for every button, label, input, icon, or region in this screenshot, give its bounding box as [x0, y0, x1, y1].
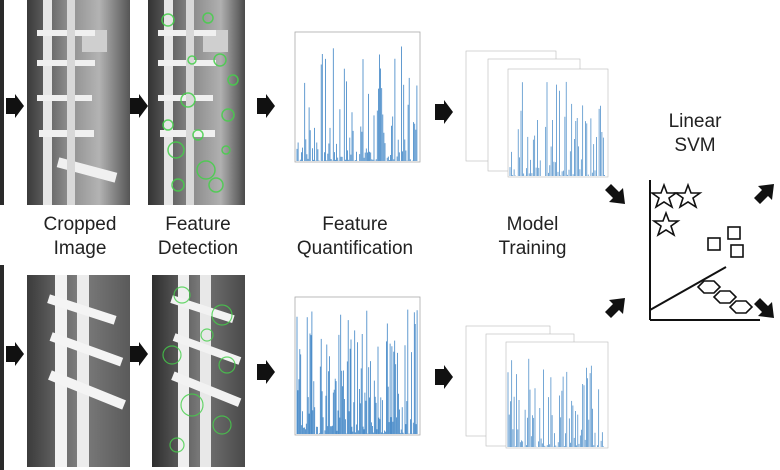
label-line: Quantification	[296, 238, 414, 259]
label-feature-detection: Feature Detection	[138, 213, 258, 261]
partial-image-bottom-left	[0, 265, 4, 470]
label-line: Cropped	[43, 214, 117, 235]
histogram-bars	[296, 46, 418, 161]
label-line: Image	[53, 238, 107, 259]
arrow-right-icon	[6, 342, 24, 366]
label-line: Feature	[165, 214, 231, 235]
feature-histogram-top	[294, 31, 421, 163]
label-feature-quantification: Feature Quantification	[280, 213, 430, 261]
hexagon-icon	[696, 280, 722, 294]
star-icon	[673, 182, 703, 209]
arrow-down-right-icon	[605, 184, 625, 204]
hexagon-icon	[728, 300, 754, 314]
label-linear-svm: Linear SVM	[640, 110, 750, 158]
feature-detection-top	[148, 0, 245, 205]
training-bars	[509, 81, 605, 176]
label-line: SVM	[674, 135, 716, 156]
arrow-right-icon	[435, 365, 453, 389]
square-icon	[730, 244, 744, 258]
cropped-xray-bottom	[27, 275, 130, 467]
label-line: Model	[506, 214, 559, 235]
arrow-right-icon	[130, 94, 148, 118]
feature-detection-bottom	[152, 275, 245, 467]
partial-image-top-left	[0, 0, 4, 205]
label-line: Detection	[157, 238, 239, 259]
hexagon-icon	[712, 290, 738, 304]
histogram-bars	[296, 309, 418, 434]
star-icon	[649, 182, 679, 209]
label-line: Feature	[322, 214, 388, 235]
label-model-training: Model Training	[470, 213, 595, 261]
arrow-right-icon	[257, 360, 275, 384]
feature-histogram-bottom	[294, 296, 421, 436]
arrow-right-icon	[6, 94, 24, 118]
arrow-right-icon	[130, 342, 148, 366]
cropped-xray-top	[27, 0, 130, 205]
label-line: Training	[498, 238, 567, 259]
arrow-up-right-icon	[605, 298, 625, 318]
arrow-down-right-icon	[754, 298, 774, 318]
model-training-plots-bottom	[465, 325, 609, 449]
label-cropped-image: Cropped Image	[20, 213, 140, 261]
label-line: Linear	[668, 111, 722, 132]
training-bars	[507, 358, 604, 447]
star-icon	[651, 210, 681, 237]
arrow-right-icon	[435, 100, 453, 124]
svm-schematic	[649, 180, 760, 321]
square-icon	[727, 226, 741, 240]
arrow-right-icon	[257, 94, 275, 118]
arrow-up-right-icon	[754, 184, 774, 204]
model-training-plots-top	[465, 50, 609, 178]
square-icon	[707, 237, 721, 251]
